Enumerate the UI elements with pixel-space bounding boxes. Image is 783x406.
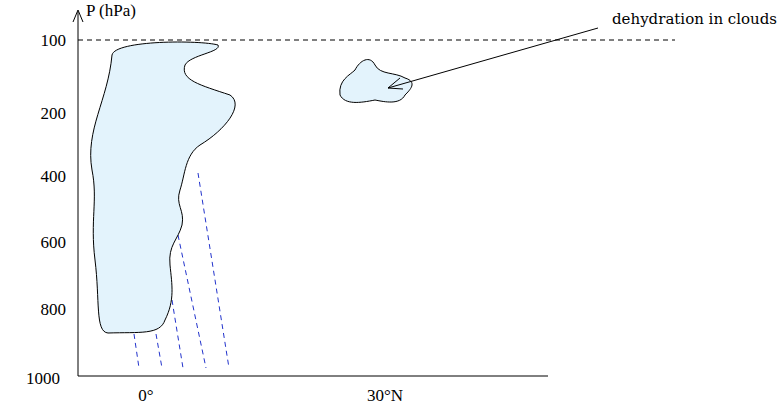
cirrus-cloud	[340, 60, 412, 103]
pressure-tick: 1000	[26, 370, 60, 387]
latitude-tick: 0°	[138, 387, 153, 404]
latitude-axis	[78, 376, 548, 377]
leader-arrowhead	[388, 78, 403, 89]
leader-arrow	[388, 28, 598, 88]
latitude-tick: 30°N	[367, 387, 403, 404]
annotation-text: dehydration in clouds	[612, 12, 777, 27]
axis-title: P (hPa)	[86, 2, 136, 19]
pressure-tick: 100	[41, 32, 67, 49]
pressure-tick: 600	[41, 234, 67, 251]
pressure-tick: 200	[41, 105, 67, 122]
tropopause-line	[78, 40, 675, 41]
axis-arrowhead	[73, 10, 83, 22]
pressure-tick: 400	[41, 168, 67, 185]
convective-cloud	[91, 42, 235, 333]
pressure-axis	[78, 12, 79, 376]
pressure-tick: 800	[41, 301, 67, 318]
